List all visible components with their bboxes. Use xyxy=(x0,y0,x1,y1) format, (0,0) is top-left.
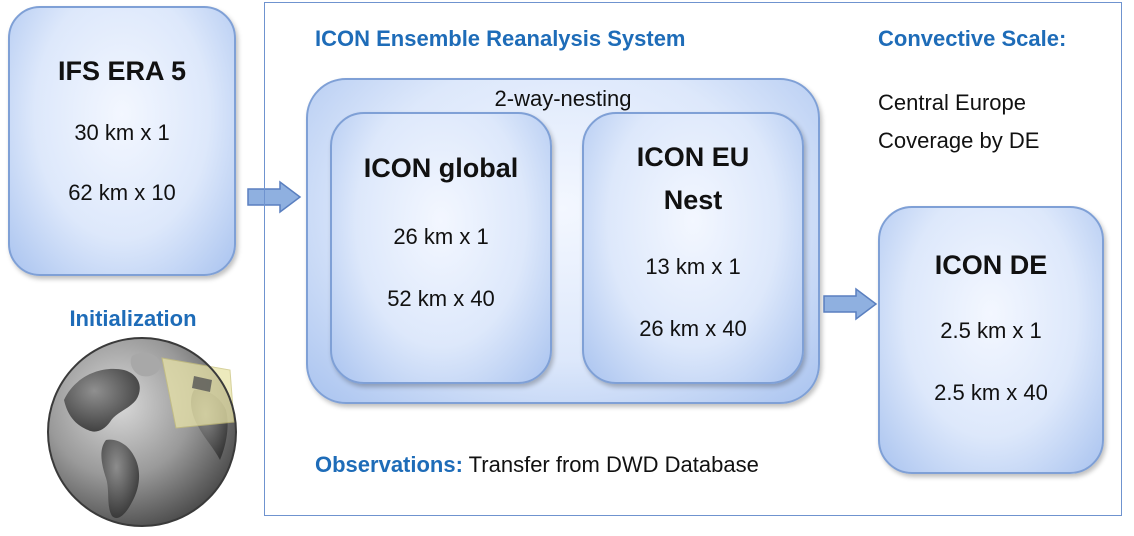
icon-eu-resolution-2: 26 km x 40 xyxy=(639,316,747,341)
arrow-right-icon xyxy=(823,287,878,321)
ifs-era5-box xyxy=(8,6,236,276)
icon-eu-nest-box xyxy=(582,112,804,384)
icon-de-box xyxy=(878,206,1104,474)
ifs-title: IFS ERA 5 xyxy=(57,56,187,86)
icon-de-resolution-2: 2.5 km x 40 xyxy=(934,380,1048,405)
system-title: ICON Ensemble Reanalysis System xyxy=(315,26,686,51)
observations-text: Transfer from DWD Database xyxy=(468,452,759,477)
ifs-resolution-1: 30 km x 1 xyxy=(74,120,170,145)
arrow-right-icon xyxy=(247,180,302,214)
icon-de-title: ICON DE xyxy=(934,250,1048,280)
ifs-resolution-2: 62 km x 10 xyxy=(68,180,176,205)
reanalysis-system-frame xyxy=(264,2,1122,516)
icon-de-resolution-1: 2.5 km x 1 xyxy=(940,318,1042,343)
convective-scale-title: Convective Scale: xyxy=(878,26,1067,51)
convective-desc-line1: Central Europe xyxy=(878,90,1026,115)
observations-line: Observations: Transfer from DWD Database xyxy=(315,452,759,478)
globe-image xyxy=(47,337,237,527)
initialization-label: Initialization xyxy=(69,306,197,331)
icon-eu-title-line1: ICON EU xyxy=(636,142,750,172)
nesting-label: 2-way-nesting xyxy=(494,86,632,111)
observations-label: Observations: xyxy=(315,452,463,477)
icon-eu-resolution-1: 13 km x 1 xyxy=(645,254,741,279)
icon-global-title: ICON global xyxy=(363,153,519,183)
icon-eu-title-line2: Nest xyxy=(663,185,723,215)
icon-global-resolution-1: 26 km x 1 xyxy=(393,224,489,249)
convective-desc-line2: Coverage by DE xyxy=(878,128,1040,153)
icon-global-box xyxy=(330,112,552,384)
icon-global-resolution-2: 52 km x 40 xyxy=(387,286,495,311)
